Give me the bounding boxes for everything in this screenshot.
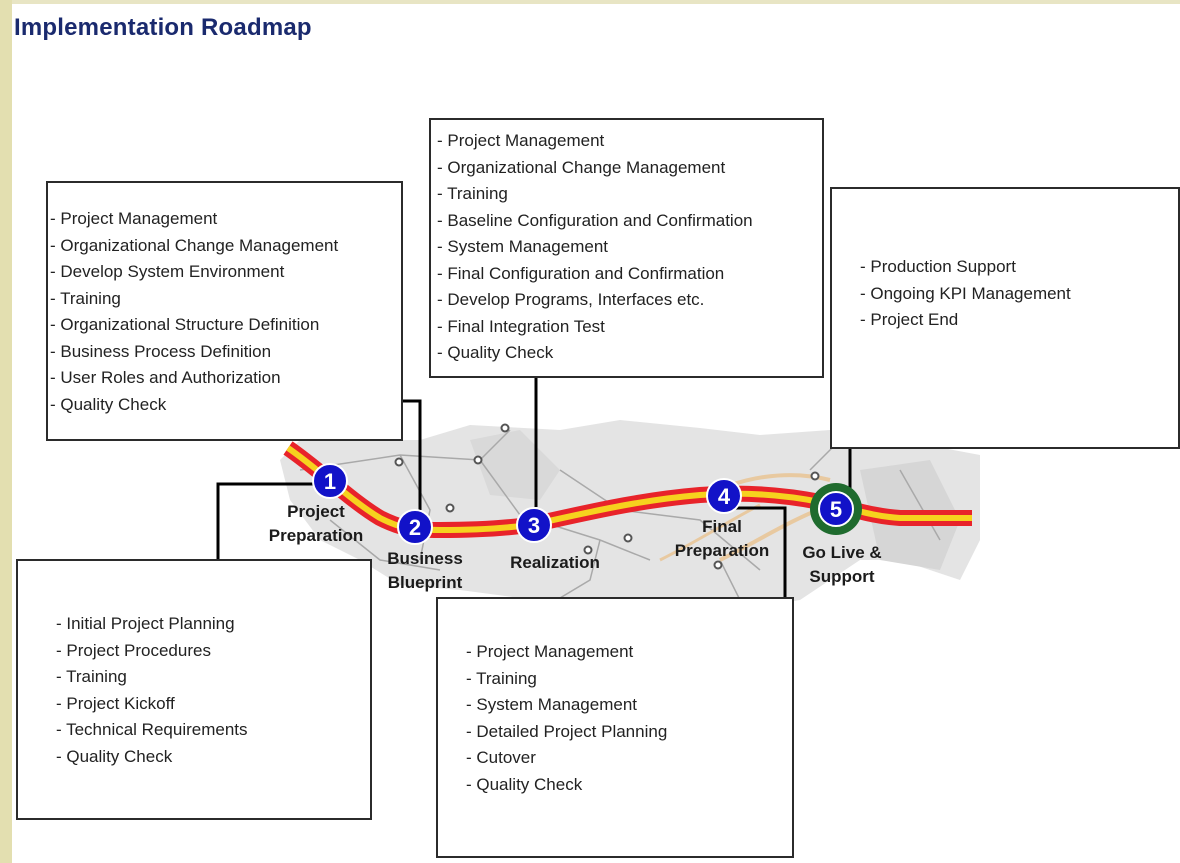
activity-item: - Ongoing KPI Management xyxy=(860,283,1071,303)
phase-3-activities-box: - Project Management - Organizational Ch… xyxy=(429,118,824,378)
top-strip xyxy=(0,0,1180,4)
activity-list: - Project Management - Organizational Ch… xyxy=(50,206,401,418)
activity-item: - Initial Project Planning xyxy=(56,614,235,633)
activity-item: - Project Kickoff xyxy=(56,693,175,713)
left-strip xyxy=(0,0,12,863)
activity-item: - Training xyxy=(56,667,127,686)
milestone-number: 1 xyxy=(324,469,336,494)
phase-label-line: Business xyxy=(387,549,463,568)
activity-item: - Organizational Structure Definition xyxy=(50,315,320,334)
activity-item: - Quality Check xyxy=(466,774,583,794)
activity-item: - Final Integration Test xyxy=(437,316,605,336)
activity-item: - System Management xyxy=(466,695,638,714)
activity-item: - Detailed Project Planning xyxy=(466,721,668,741)
phase-label-line: Blueprint xyxy=(387,573,463,592)
milestone-2: 2 xyxy=(397,509,433,545)
activity-item: - Business Process Definition xyxy=(50,341,272,361)
activity-item: - Training xyxy=(50,288,121,308)
milestone-3: 3 xyxy=(516,507,552,543)
activity-item: - Project End xyxy=(860,310,959,329)
activity-item: - Baseline Configuration and Confirmatio… xyxy=(437,210,753,230)
phase-2-activities-box: - Project Management - Organizational Ch… xyxy=(46,181,403,441)
activity-item: - Production Support xyxy=(860,257,1016,276)
activity-item: - Final Configuration and Confirmation xyxy=(437,263,725,283)
activity-list: - Initial Project Planning - Project Pro… xyxy=(56,611,370,770)
activity-item: - Organizational Change Management xyxy=(50,235,339,255)
milestone-4: 4 xyxy=(706,478,742,514)
milestone-number: 2 xyxy=(409,515,421,540)
activity-item: - Quality Check xyxy=(56,746,173,766)
activity-item: - Training xyxy=(437,184,508,203)
activity-item: - Project Management xyxy=(437,131,605,150)
activity-item: - Develop System Environment xyxy=(50,262,285,281)
phase-label-line: Final xyxy=(702,517,742,536)
phase-label-1: Project Preparation xyxy=(258,500,374,548)
activity-list: - Project Management - Organizational Ch… xyxy=(437,128,822,367)
phase-label-line: Realization xyxy=(510,553,600,572)
activity-item: - Quality Check xyxy=(50,394,167,414)
activity-item: - Develop Programs, Interfaces etc. xyxy=(437,290,705,309)
activity-item: - Cutover xyxy=(466,748,536,767)
phase-label-2: Business Blueprint xyxy=(380,547,470,595)
activity-item: - Technical Requirements xyxy=(56,720,248,739)
activity-item: - Project Procedures xyxy=(56,640,211,660)
activity-item: - Project Management xyxy=(466,642,634,661)
milestone-number: 5 xyxy=(830,497,842,522)
phase-1-activities-box: - Initial Project Planning - Project Pro… xyxy=(16,559,372,820)
page-title: Implementation Roadmap xyxy=(14,14,312,41)
activity-item: - System Management xyxy=(437,237,609,256)
activity-item: - Quality Check xyxy=(437,343,554,362)
phase-label-line: Project xyxy=(287,502,345,521)
activity-item: - Training xyxy=(466,668,537,688)
activity-item: - Project Management xyxy=(50,209,218,228)
activity-list: - Production Support - Ongoing KPI Manag… xyxy=(860,254,1178,334)
milestone-number: 4 xyxy=(718,484,731,509)
phase-label-line: Preparation xyxy=(674,541,770,560)
activity-item: - Organizational Change Management xyxy=(437,157,726,177)
activity-list: - Project Management - Training - System… xyxy=(466,639,792,798)
phase-5-activities-box: - Production Support - Ongoing KPI Manag… xyxy=(830,187,1180,449)
activity-item: - User Roles and Authorization xyxy=(50,368,281,387)
phase-label-line: Go Live & xyxy=(802,543,882,562)
milestone-5: 5 xyxy=(810,483,862,535)
phase-label-4: Final Preparation xyxy=(664,515,780,563)
connector-line-phase-4 xyxy=(735,506,787,632)
phase-label-line: Preparation xyxy=(268,526,364,545)
milestone-1: 1 xyxy=(312,463,348,499)
connector-line-phase-1 xyxy=(216,482,327,563)
milestone-number: 3 xyxy=(528,513,540,538)
phase-label-line: Support xyxy=(809,567,875,586)
phase-4-activities-box: - Project Management - Training - System… xyxy=(436,597,794,858)
phase-label-3: Realization xyxy=(500,551,610,575)
phase-label-5: Go Live & Support xyxy=(794,541,890,589)
